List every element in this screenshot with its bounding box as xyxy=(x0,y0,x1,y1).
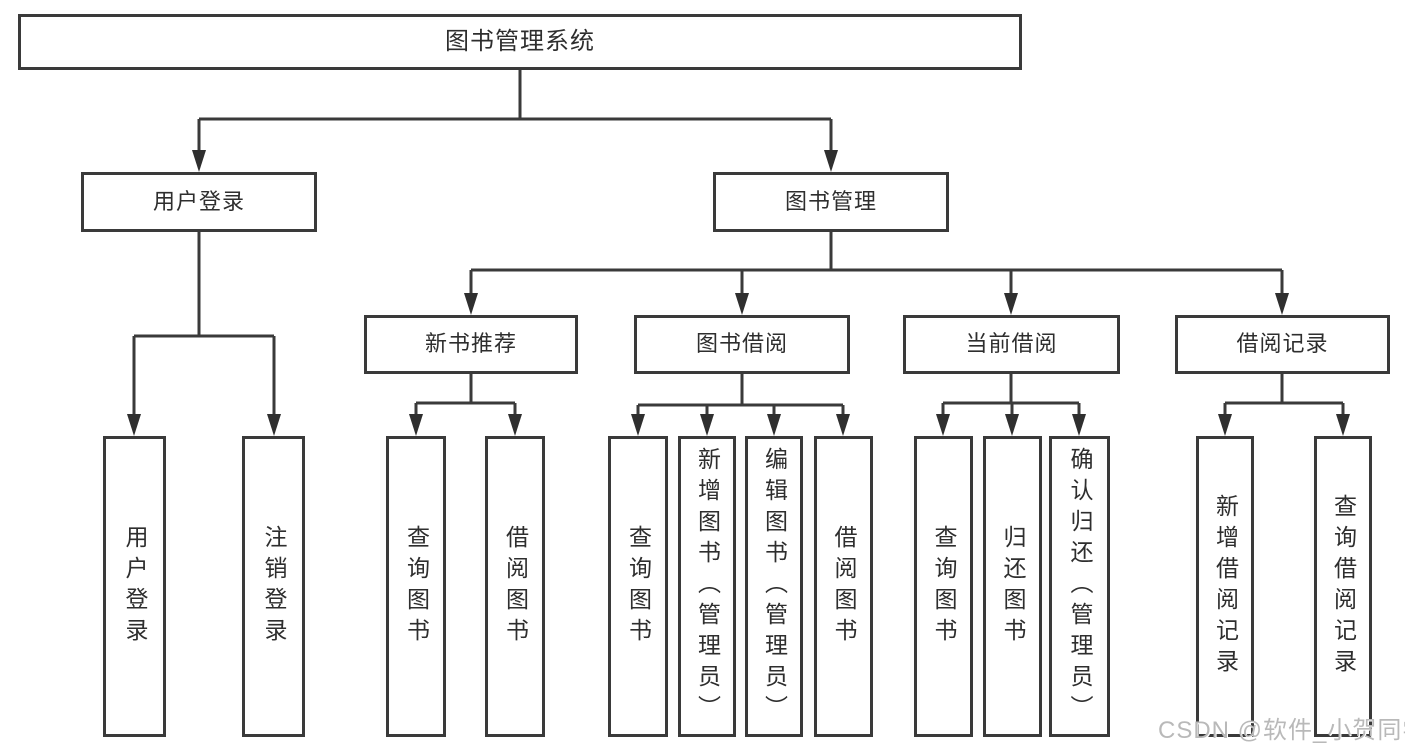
leaf-return-book: 归还图书 xyxy=(983,436,1042,737)
leaf-add-book-admin: 新增图书（管理员） xyxy=(678,436,736,737)
leaf-edit-book-admin: 编辑图书（管理员） xyxy=(745,436,803,737)
leaf-borrow-query-book: 查询图书 xyxy=(608,436,668,737)
node-book-management: 图书管理 xyxy=(713,172,949,232)
leaf-add-borrow-record: 新增借阅记录 xyxy=(1196,436,1254,737)
leaf-user-login: 用户登录 xyxy=(103,436,166,737)
leaf-borrow-book: 借阅图书 xyxy=(814,436,873,737)
csdn-watermark: CSDN @软件_小贺同学 xyxy=(1158,717,1405,744)
arrowheads xyxy=(127,150,1350,436)
node-library-management-system: 图书管理系统 xyxy=(18,14,1022,70)
node-borrow-records: 借阅记录 xyxy=(1175,315,1390,374)
node-book-borrow: 图书借阅 xyxy=(634,315,850,374)
node-user-login: 用户登录 xyxy=(81,172,317,232)
leaf-query-borrow-record: 查询借阅记录 xyxy=(1314,436,1372,737)
leaf-recommend-query-book: 查询图书 xyxy=(386,436,446,737)
leaf-logout: 注销登录 xyxy=(242,436,305,737)
leaf-confirm-return-admin: 确认归还（管理员） xyxy=(1049,436,1110,737)
node-new-book-recommend: 新书推荐 xyxy=(364,315,578,374)
node-current-borrow: 当前借阅 xyxy=(903,315,1120,374)
leaf-current-query-book: 查询图书 xyxy=(914,436,973,737)
leaf-recommend-borrow-book: 借阅图书 xyxy=(485,436,545,737)
